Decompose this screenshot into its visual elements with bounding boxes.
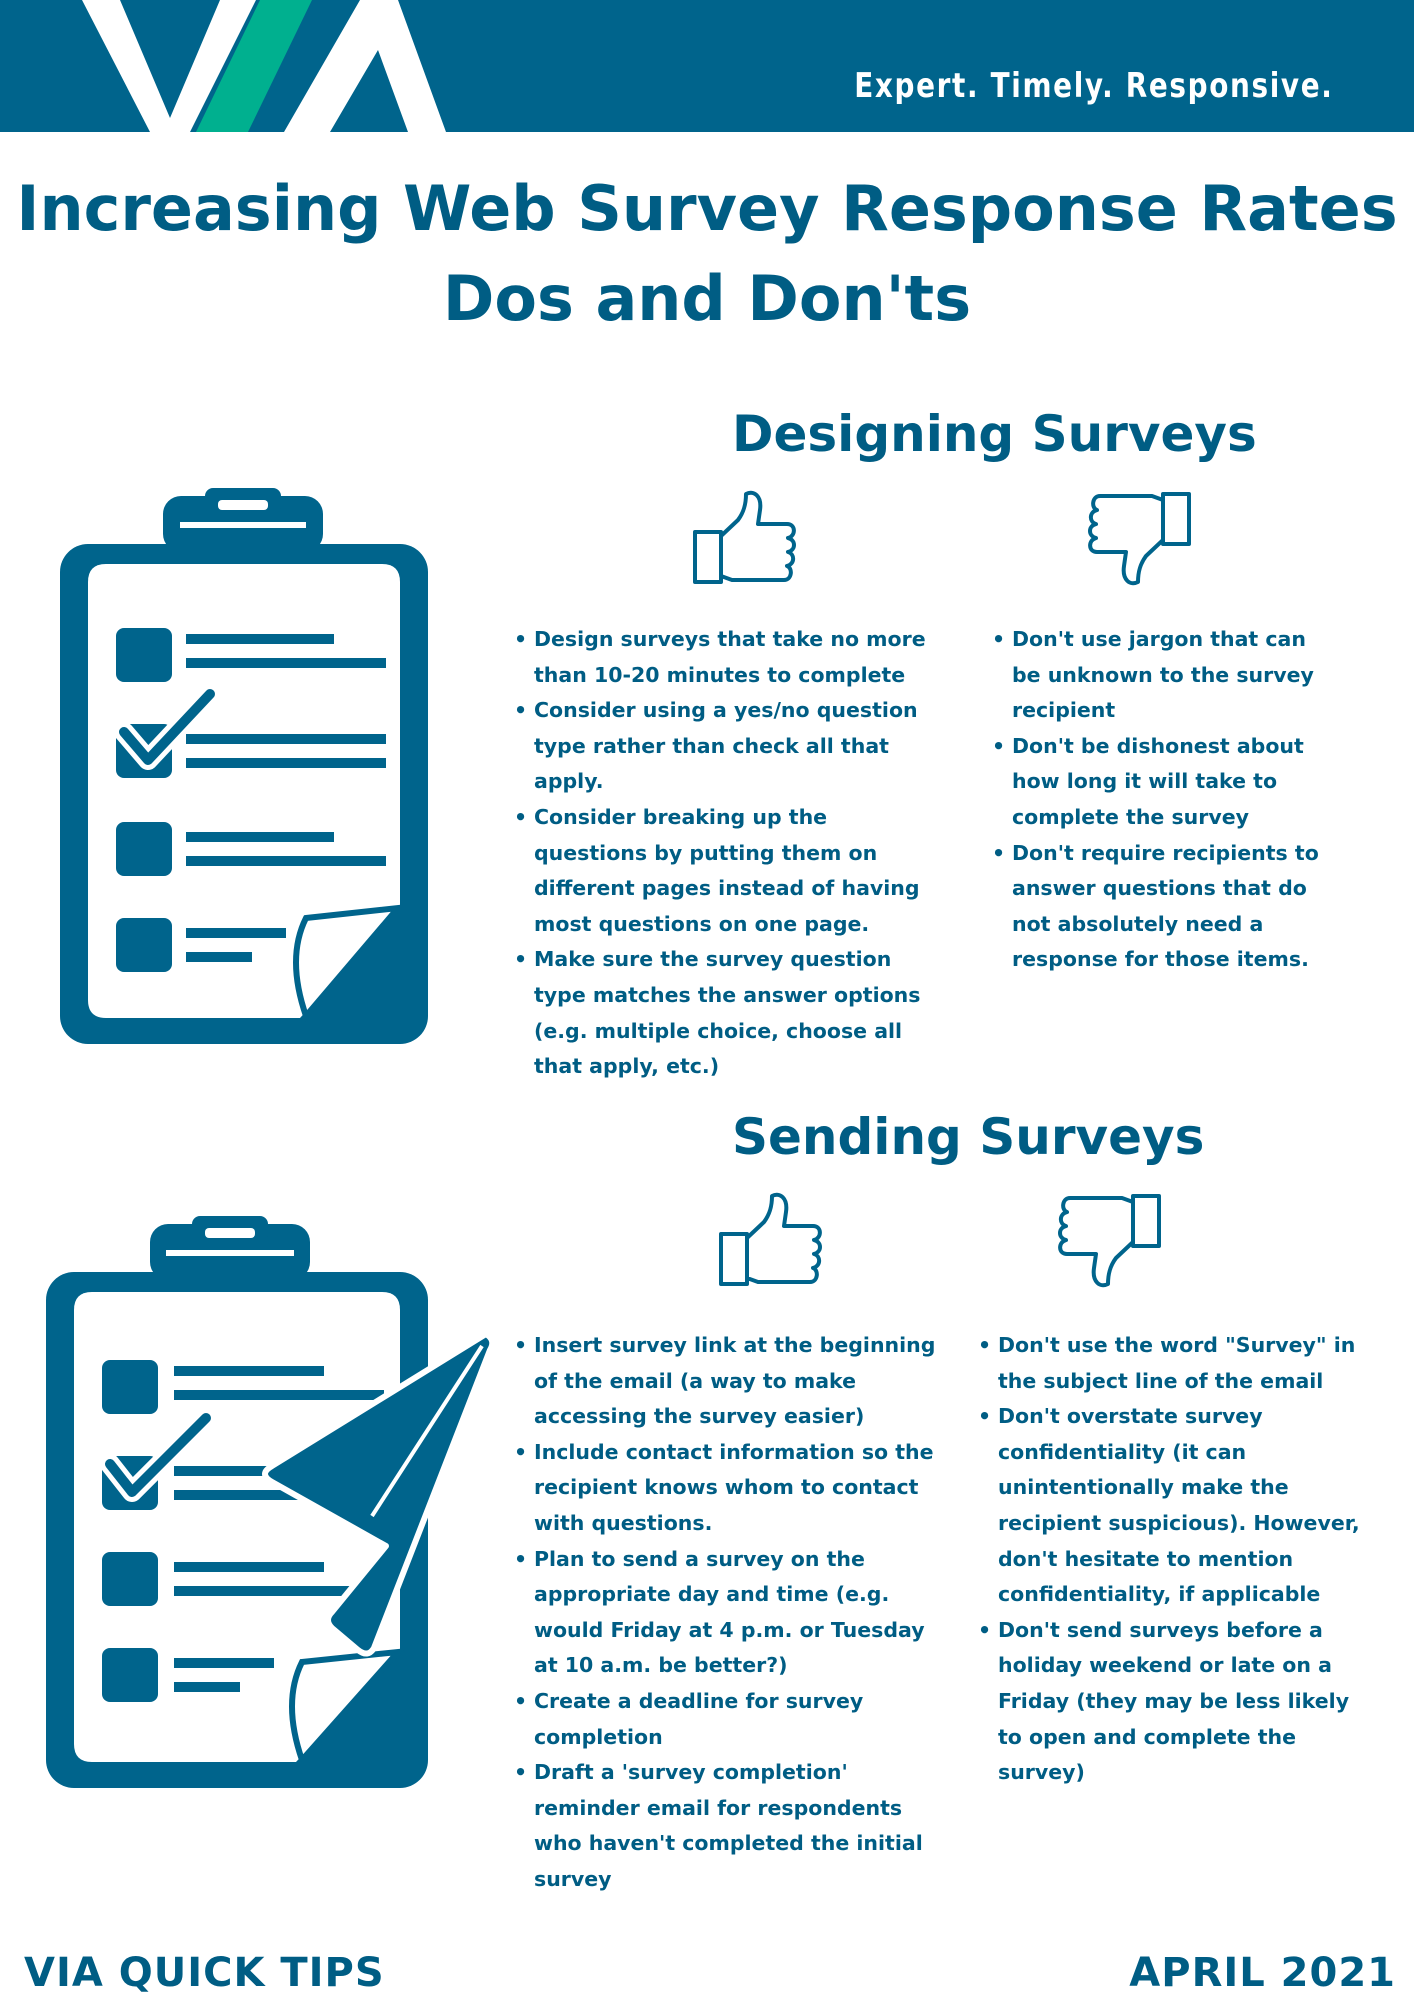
title-line-2: Dos and Don'ts <box>442 262 972 335</box>
sending-dos-list: Insert survey link at the beginning of t… <box>514 1328 954 1898</box>
list-item: Don't be dishonest about how long it wil… <box>992 729 1332 836</box>
list-item: Include contact information so the recip… <box>514 1435 954 1542</box>
sending-surveys-heading: Sending Surveys <box>732 1108 1205 1166</box>
footer-label: VIA QUICK TIPS <box>24 1950 385 1996</box>
list-item: Consider using a yes/no question type ra… <box>514 693 944 800</box>
thumbs-down-icon <box>1056 1190 1162 1290</box>
list-item: Don't use jargon that can be unknown to … <box>992 622 1332 729</box>
page-title: Increasing Web Survey Response Rates Dos… <box>0 164 1414 344</box>
designing-dos-list: Design surveys that take no more than 10… <box>514 622 944 1085</box>
list-item: Don't overstate survey confidentiality (… <box>978 1399 1370 1613</box>
sending-donts-list: Don't use the word "Survey" in the subje… <box>978 1328 1370 1791</box>
footer-date: APRIL 2021 <box>1129 1950 1396 1996</box>
list-item: Plan to send a survey on the appropriate… <box>514 1542 954 1684</box>
thumbs-up-icon <box>718 1190 824 1290</box>
list-item: Make sure the survey question type match… <box>514 942 944 1084</box>
thumbs-down-icon <box>1086 488 1192 588</box>
list-item: Insert survey link at the beginning of t… <box>514 1328 954 1435</box>
list-item: Draft a 'survey completion' reminder ema… <box>514 1755 954 1897</box>
list-item: Don't use the word "Survey" in the subje… <box>978 1328 1370 1399</box>
list-item: Consider breaking up the questions by pu… <box>514 800 944 942</box>
via-logo <box>60 0 460 132</box>
clipboard-checklist-icon <box>60 488 430 1048</box>
designing-surveys-heading: Designing Surveys <box>732 405 1257 463</box>
designing-donts-list: Don't use jargon that can be unknown to … <box>992 622 1332 978</box>
list-item: Create a deadline for survey completion <box>514 1684 954 1755</box>
title-line-1: Increasing Web Survey Response Rates <box>16 172 1398 245</box>
list-item: Don't require recipients to answer quest… <box>992 836 1332 978</box>
paper-plane-icon <box>262 1331 496 1657</box>
thumbs-up-icon <box>692 488 798 588</box>
clipboard-checklist-icon <box>46 1216 496 1792</box>
tagline: Expert. Timely. Responsive. <box>854 66 1334 106</box>
list-item: Design surveys that take no more than 10… <box>514 622 944 693</box>
list-item: Don't send surveys before a holiday week… <box>978 1613 1370 1791</box>
